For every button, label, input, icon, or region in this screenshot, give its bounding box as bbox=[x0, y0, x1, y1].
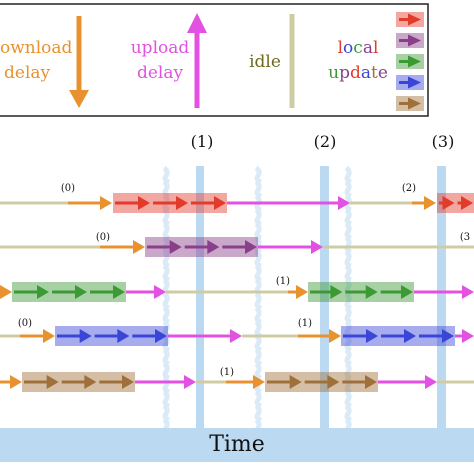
faded-band-2 bbox=[254, 165, 262, 437]
c4-download-2 bbox=[298, 329, 341, 343]
local-update-letter: u bbox=[328, 63, 340, 83]
client3-round-a: (1) bbox=[275, 276, 291, 287]
upload-label-line1: upload bbox=[130, 38, 190, 58]
c5-download-1 bbox=[226, 375, 265, 389]
swatch-arrow-icon bbox=[396, 96, 424, 111]
sync-band-3 bbox=[437, 166, 446, 428]
c3-local-update-2 bbox=[308, 282, 414, 302]
sync-band-1 bbox=[196, 166, 204, 428]
aggregation-mark-3: (3) bbox=[431, 132, 455, 151]
c4-upload-2 bbox=[455, 329, 474, 343]
c5-upload-1 bbox=[135, 375, 196, 389]
local-update-letter: l bbox=[372, 38, 379, 58]
c5-local-update-2 bbox=[265, 372, 378, 392]
client4-round-b: (1) bbox=[297, 318, 313, 329]
swatch-arrow-icon bbox=[396, 75, 424, 90]
swatch-arrow-icon bbox=[396, 12, 424, 27]
client4-round-a: (0) bbox=[17, 318, 33, 329]
faded-band-1 bbox=[162, 165, 170, 437]
upload-label-line2: delay bbox=[136, 63, 184, 83]
local-update-letter: c bbox=[353, 38, 363, 58]
c1-download-1 bbox=[68, 196, 112, 210]
c3-download-1 bbox=[288, 285, 308, 299]
local-update-letter: a bbox=[362, 38, 373, 58]
client1-round-a: (0) bbox=[60, 183, 76, 194]
upload-arrow-icon bbox=[187, 13, 207, 108]
c3-upload-1 bbox=[126, 285, 166, 299]
local-update-letter: a bbox=[360, 63, 371, 83]
local-update-letter: p bbox=[339, 63, 350, 83]
c1-local-update-1 bbox=[113, 193, 227, 213]
c1-upload-1 bbox=[227, 196, 350, 210]
c4-download-1 bbox=[20, 329, 55, 343]
download-delay-label: ownload delay bbox=[0, 36, 73, 86]
c3-local-update-1 bbox=[12, 282, 126, 302]
sync-band-2 bbox=[320, 166, 329, 428]
timeline bbox=[0, 165, 474, 462]
c2-local-update-1 bbox=[145, 237, 258, 257]
c1-download-2 bbox=[412, 196, 436, 210]
local-update-letter: e bbox=[377, 63, 388, 83]
upload-delay-label: upload delay bbox=[130, 36, 190, 86]
idle-label-text: idle bbox=[249, 52, 281, 72]
c3-download-0 bbox=[0, 285, 12, 299]
aggregation-mark-2: (2) bbox=[313, 132, 337, 151]
c3-upload-2 bbox=[414, 285, 474, 299]
local-update-line2: update bbox=[322, 61, 394, 86]
legend-frame bbox=[0, 3, 429, 117]
client2-round-b: (3 bbox=[459, 232, 471, 243]
client2-round-a: (0) bbox=[95, 232, 111, 243]
idle-label: idle bbox=[244, 50, 286, 75]
local-update-letter: t bbox=[370, 63, 378, 83]
legend bbox=[0, 3, 429, 117]
client5-round-a: (1) bbox=[219, 367, 235, 378]
download-label-line1: ownload bbox=[0, 38, 73, 58]
aggregation-mark-1: (1) bbox=[190, 132, 214, 151]
swatch-arrow-icon bbox=[396, 33, 424, 48]
time-axis-label: Time bbox=[209, 432, 265, 457]
c4-upload-1 bbox=[168, 329, 242, 343]
c5-download-0 bbox=[0, 375, 22, 389]
local-update-letter: o bbox=[343, 38, 354, 58]
swatch-arrow-icon bbox=[396, 54, 424, 69]
local-update-label: local update bbox=[322, 36, 394, 86]
local-update-letter: l bbox=[337, 38, 344, 58]
c1-local-update-2 bbox=[437, 193, 474, 213]
c2-download-1 bbox=[100, 240, 145, 254]
local-update-letter: d bbox=[349, 63, 361, 83]
c4-local-update-1 bbox=[55, 326, 168, 346]
client1-round-b: (2) bbox=[401, 183, 417, 194]
download-arrow-icon bbox=[69, 16, 89, 108]
time-axis-bar bbox=[0, 428, 474, 462]
c5-upload-2 bbox=[378, 375, 437, 389]
download-label-line2: delay bbox=[4, 63, 51, 83]
c5-local-update-1 bbox=[22, 372, 135, 392]
c4-local-update-2 bbox=[341, 326, 455, 346]
faded-band-3 bbox=[344, 165, 352, 437]
c2-upload-1 bbox=[258, 240, 323, 254]
local-update-swatches bbox=[396, 12, 424, 111]
local-update-line1: local bbox=[322, 36, 394, 61]
